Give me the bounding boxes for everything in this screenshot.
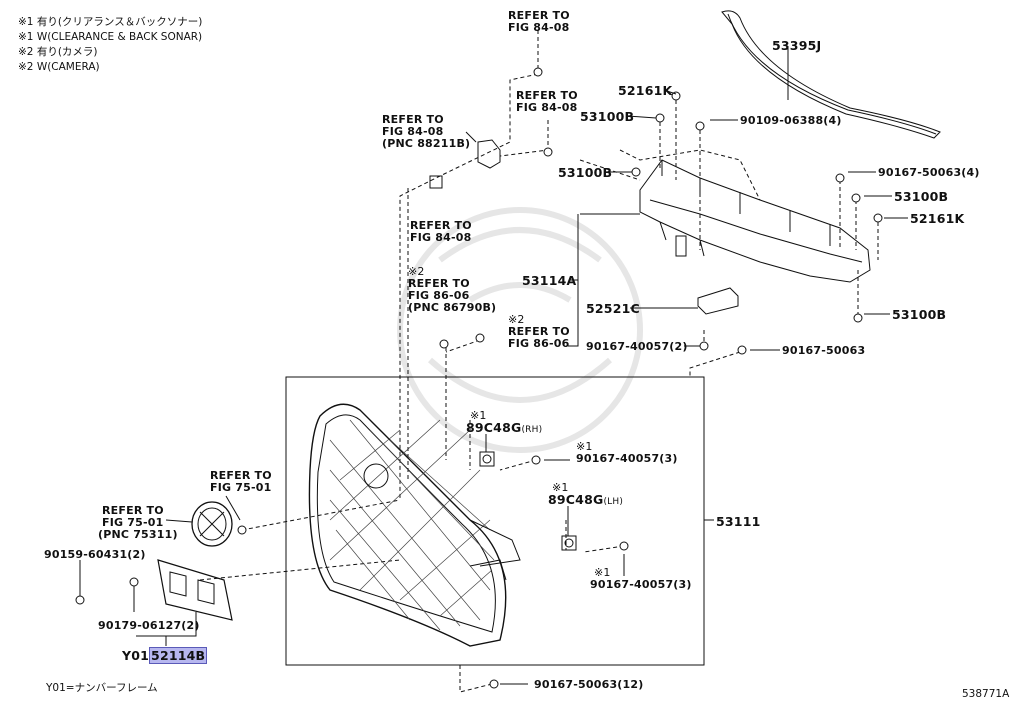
part-53395J[interactable]: 53395J — [772, 38, 822, 53]
ref-fig8408-top-l2[interactable]: FIG 84-08 — [508, 21, 570, 34]
ref-fig8408-left-l2[interactable]: FIG 84-08 — [382, 125, 444, 138]
ref-fig7501b-l2[interactable]: FIG 75-01 — [102, 516, 164, 529]
y01-note: Y01=ナンバーフレーム — [46, 682, 158, 694]
ref-fig8606b-l1[interactable]: REFER TO — [508, 325, 570, 338]
ref-fig8408-low-l1[interactable]: REFER TO — [410, 219, 472, 232]
part-53100B-b[interactable]: 53100B — [558, 165, 613, 180]
sonar-mark-b: ※1 — [594, 566, 611, 579]
clip-left — [429, 175, 443, 189]
ref-fig7501b-l3[interactable]: (PNC 75311) — [98, 528, 178, 541]
ref-fig7501b-l1[interactable]: REFER TO — [102, 504, 164, 517]
sonar-mark-lh: ※1 — [552, 481, 569, 494]
sensor-bracket — [477, 139, 501, 169]
ref-fig8408-left-l1[interactable]: REFER TO — [382, 113, 444, 126]
ref-fig8606a-l3[interactable]: (PNC 86790B) — [408, 301, 497, 314]
part-52521C[interactable]: 52521C — [586, 301, 640, 316]
note-1-jp: ※1 有り(クリアランス＆バックソナー) — [18, 16, 203, 28]
note-2-en: ※2 W(CAMERA) — [18, 61, 100, 73]
part-53111[interactable]: 53111 — [716, 514, 761, 529]
ref-fig7501a-l1[interactable]: REFER TO — [210, 469, 272, 482]
ref-fig8606b-l2[interactable]: FIG 86-06 — [508, 337, 570, 350]
part-89C48G-lh[interactable]: 89C48G(LH) — [548, 493, 623, 509]
part-89C48G-rh-number: 89C48G — [466, 420, 522, 435]
camera-mark-1: ※2 — [408, 265, 425, 278]
part-90167-40057-3a[interactable]: 90167-40057(3) — [576, 452, 678, 465]
sensor-lh — [561, 535, 577, 551]
guide-lines — [199, 30, 879, 693]
part-90167-50063-12[interactable]: 90167-50063(12) — [534, 678, 644, 691]
ref-fig8408-right-l1[interactable]: REFER TO — [516, 89, 578, 102]
part-53114A[interactable]: 53114A — [522, 273, 577, 288]
ref-fig8408-right-l2[interactable]: FIG 84-08 — [516, 101, 578, 114]
emblem-part — [191, 501, 233, 547]
ref-fig8408-low-l2[interactable]: FIG 84-08 — [410, 231, 472, 244]
camera-mark-2: ※2 — [508, 313, 525, 326]
license-frame-part — [157, 559, 233, 621]
part-53100B-a[interactable]: 53100B — [580, 109, 635, 124]
rh-label: (RH) — [521, 425, 543, 435]
grille-assembly-frame — [285, 376, 705, 666]
ref-fig8408-left-l3[interactable]: (PNC 88211B) — [382, 137, 471, 150]
note-2-jp: ※2 有り(カメラ) — [18, 46, 98, 58]
sonar-mark-a: ※1 — [576, 440, 593, 453]
part-52114B-highlight[interactable]: 52114B — [149, 647, 208, 664]
part-90167-50063[interactable]: 90167-50063 — [782, 344, 866, 357]
diagram-id: 538771A — [962, 688, 1010, 700]
ref-fig8606a-l1[interactable]: REFER TO — [408, 277, 470, 290]
part-52161K-top[interactable]: 52161K — [618, 83, 673, 98]
part-52161K-right[interactable]: 52161K — [910, 211, 965, 226]
fasteners — [75, 67, 883, 689]
ref-fig8408-top-l1[interactable]: REFER TO — [508, 9, 570, 22]
note-1-en: ※1 W(CLEARANCE & BACK SONAR) — [18, 31, 203, 43]
part-90159-60431[interactable]: 90159-60431(2) — [44, 548, 146, 561]
part-90167-40057-2[interactable]: 90167-40057(2) — [586, 340, 688, 353]
sensor-rh — [479, 451, 495, 467]
front-grille — [308, 403, 521, 647]
y01-prefix: Y01 — [122, 648, 150, 663]
grille-support-bracket — [639, 159, 871, 283]
part-53100B-d[interactable]: 53100B — [892, 307, 947, 322]
part-89C48G-rh[interactable]: 89C48G(RH) — [466, 421, 542, 437]
leader-lines — [79, 46, 908, 685]
part-53100B-c[interactable]: 53100B — [894, 189, 949, 204]
sonar-mark-rh: ※1 — [470, 409, 487, 422]
part-90167-50063-4[interactable]: 90167-50063(4) — [878, 166, 980, 179]
part-90167-40057-3b[interactable]: 90167-40057(3) — [590, 578, 692, 591]
ref-fig8606a-l2[interactable]: FIG 86-06 — [408, 289, 470, 302]
lh-label: (LH) — [603, 497, 624, 507]
part-89C48G-lh-number: 89C48G — [548, 492, 604, 507]
pad-52521C — [697, 287, 739, 315]
bumper-seal — [721, 10, 941, 139]
part-90109-06388[interactable]: 90109-06388(4) — [740, 114, 842, 127]
part-90179-06127[interactable]: 90179-06127(2) — [98, 619, 200, 632]
ref-fig7501a-l2[interactable]: FIG 75-01 — [210, 481, 272, 494]
